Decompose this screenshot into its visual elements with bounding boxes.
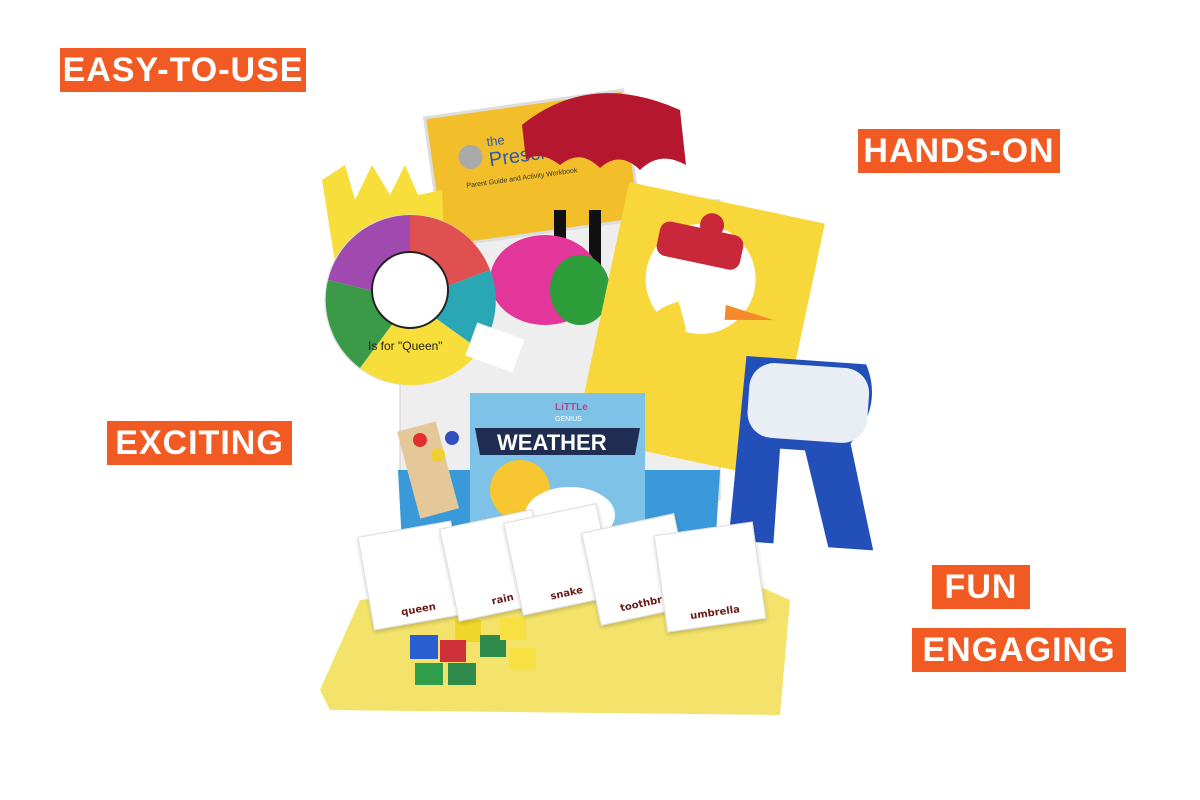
card-label: queen [400,601,437,619]
svg-text:the: the [486,132,506,149]
svg-text:Is for "Queen": Is for "Queen" [368,339,443,353]
dot-sticks [397,421,459,519]
svg-text:LiTTLe: LiTTLe [555,402,588,413]
flashcard-umbrella: umbrella [653,521,767,633]
svg-text:GENIUS: GENIUS [555,416,582,423]
card-label: rain [490,592,515,608]
label-exciting: EXCITING [107,421,292,465]
card-label: snake [549,584,585,603]
label-engaging: ENGAGING [912,628,1126,672]
card-label: umbrella [689,604,741,623]
color-tiles [410,618,536,685]
letter-q-wheel: Is for "Queen" [324,214,525,386]
label-easy-to-use: EASY-TO-USE [60,48,306,92]
label-fun: FUN [932,565,1030,609]
svg-text:WEATHER: WEATHER [497,430,607,455]
label-hands-on: HANDS-ON [858,129,1060,173]
paper-umbrella [522,93,686,170]
letter-r-raindrops [728,356,874,551]
